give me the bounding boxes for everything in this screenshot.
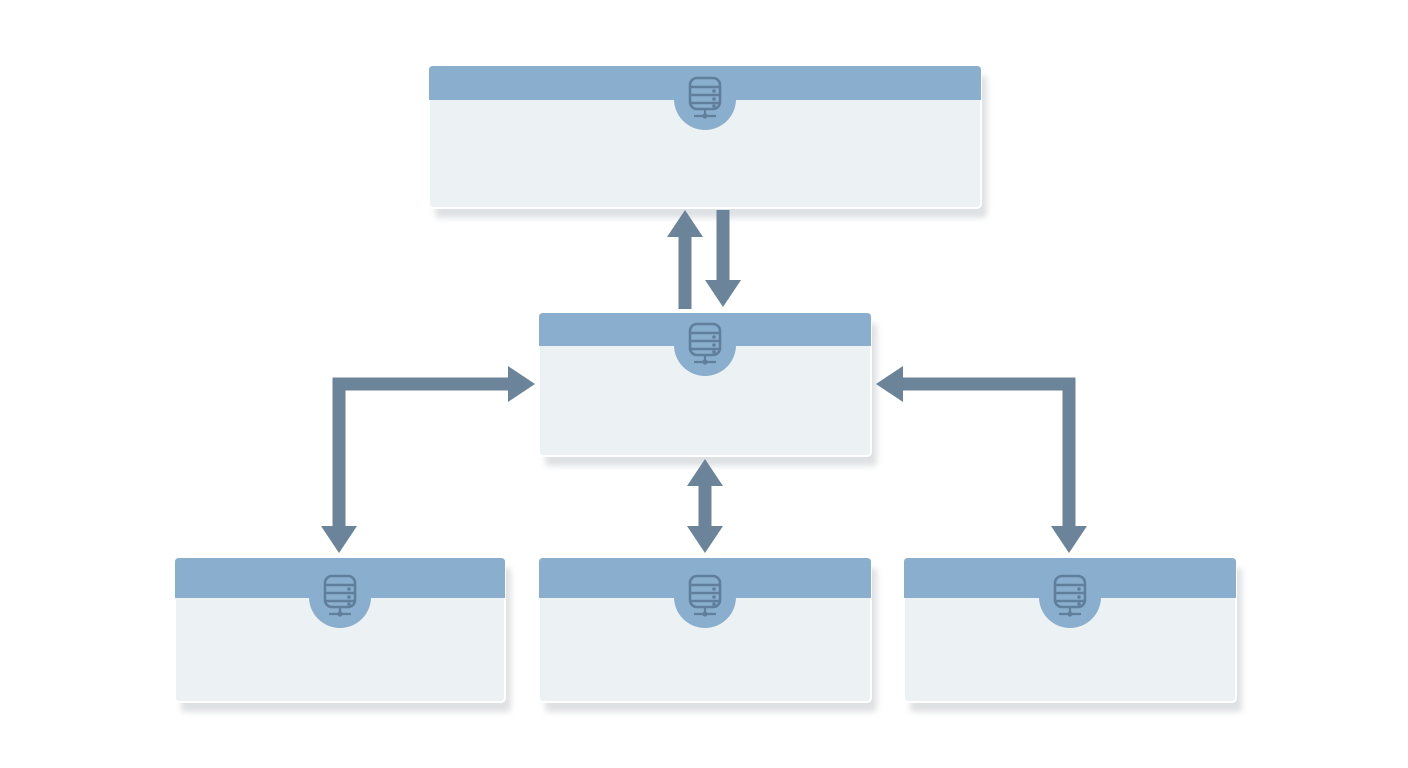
arrow-top-to-middle-head — [705, 280, 741, 307]
server-node-bottom-right — [903, 557, 1237, 703]
server-node-middle — [538, 312, 872, 457]
nodes-layer — [174, 65, 1237, 703]
arrows-layer — [321, 210, 1087, 553]
arrow-middle-bottom-left-head-start — [508, 366, 535, 402]
arrow-middle-bottom-center-head-start — [687, 459, 723, 486]
node-header — [429, 66, 981, 100]
arrow-middle-to-top-head — [667, 210, 703, 237]
node-header — [904, 558, 1236, 598]
node-header — [175, 558, 505, 598]
arrow-middle-bottom-left-shaft — [332, 377, 512, 527]
node-header — [539, 313, 871, 346]
server-node-bottom-left — [174, 557, 506, 703]
arrow-middle-bottom-right-head-start — [876, 366, 903, 402]
database-server-icon — [688, 574, 722, 617]
server-node-bottom-center — [538, 557, 872, 703]
arrow-middle-bottom-right-shaft — [900, 377, 1076, 527]
server-node-top — [428, 65, 982, 209]
arrow-middle-bottom-center-head-end — [687, 526, 723, 553]
database-server-icon — [688, 76, 722, 119]
node-header — [539, 558, 871, 598]
arrow-middle-bottom-left-head-end — [321, 526, 357, 553]
database-server-icon — [323, 574, 357, 617]
arrow-middle-bottom-right-head-end — [1051, 526, 1087, 553]
database-server-icon — [1053, 574, 1087, 617]
database-server-icon — [688, 322, 722, 365]
